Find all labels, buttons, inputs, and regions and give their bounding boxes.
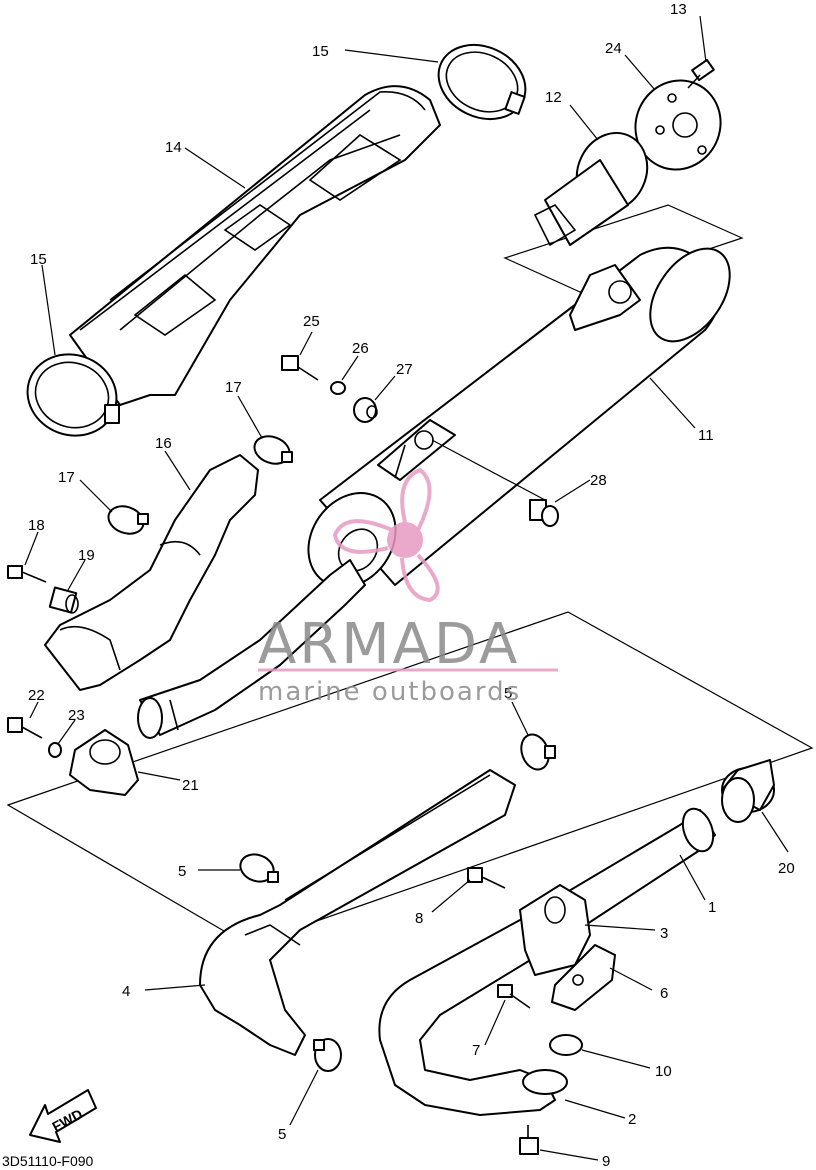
nut-9 [519,1125,539,1155]
callout-2: 2 [628,1111,636,1128]
gasket-10 [549,1034,583,1056]
callout-22: 22 [28,687,45,704]
callout-25: 25 [303,313,320,330]
callout-8: 8 [415,910,423,927]
callout-16: 16 [155,435,172,452]
band-clamp-lower [26,353,120,437]
callout-23: 23 [68,707,85,724]
washer-23 [48,742,62,758]
callout-3: 3 [660,925,668,942]
callout-14: 14 [165,139,182,156]
armada-watermark: ARMADA marine outboards [258,467,558,707]
end-cap [634,79,722,171]
bolt-13 [687,58,715,89]
callout-26: 26 [352,340,369,357]
watermark-brand: ARMADA [258,612,520,677]
collar-19 [48,586,79,614]
callout-15-lower: 15 [30,251,47,268]
callout-9: 9 [602,1153,610,1170]
callout-10: 10 [655,1063,672,1080]
muffler-body [307,246,731,588]
band-clamp-upper [437,44,527,120]
callout-5-upper: 5 [504,685,512,702]
clamp-17-lower [107,505,149,535]
callout-11: 11 [698,427,714,444]
callout-24: 24 [605,40,622,57]
bolt-25 [281,355,319,381]
callout-5-lower: 5 [278,1126,286,1143]
fwd-arrow-icon [29,1089,97,1143]
callout-19: 19 [78,547,95,564]
callout-6: 6 [660,985,668,1002]
grommet-27 [353,397,378,423]
callout-1: 1 [708,899,716,916]
exhaust-pipe-mid [137,559,366,739]
bolt-8 [467,867,506,889]
propeller-logo-icon [332,467,440,603]
callout-13: 13 [670,1,687,18]
clamp-5-lower [313,1038,342,1072]
callout-21: 21 [182,777,199,794]
muffler-bracket [377,419,456,481]
exhaust-pipe-1 [378,807,716,1116]
callout-15-upper: 15 [312,43,329,60]
callout-28: 28 [590,472,607,489]
silencer-group-outline [6,611,814,946]
callout-27: 27 [396,361,413,378]
watermark-tagline: marine outboards [258,677,521,707]
callout-4: 4 [122,983,130,1000]
clamp-5-upper [520,733,556,771]
callout-12: 12 [545,89,562,106]
callout-17-lower: 17 [58,469,75,486]
bracket-21 [69,729,139,796]
bolt-7 [497,984,531,1009]
exhaust-joint-16 [44,454,259,691]
bolt-18 [7,565,47,583]
clamp-17-upper [253,435,293,465]
plate-6 [551,944,616,1011]
muffler-group-outline [503,204,744,293]
callout-20: 20 [778,860,795,877]
diagram-code: 3D51110-F090 [2,1153,94,1169]
washer-26 [330,381,346,395]
bolt-22 [7,717,43,739]
callout-5-middle: 5 [178,863,186,880]
sleeve-20 [721,759,775,823]
spark-arrester [533,132,649,247]
clamp-5-middle [239,853,279,883]
leader-lines [24,15,789,1161]
callout-17-upper: 17 [225,379,242,396]
collar-28 [529,499,559,527]
exhaust-pipe-4 [199,769,516,1056]
silencer-cover [69,85,441,406]
gasket-2 [522,1069,568,1095]
callout-18: 18 [28,517,45,534]
callout-7: 7 [472,1042,480,1059]
bracket-3 [519,884,591,976]
callouts: 13 15 24 12 14 15 25 26 27 11 17 16 17 2… [28,1,795,1170]
